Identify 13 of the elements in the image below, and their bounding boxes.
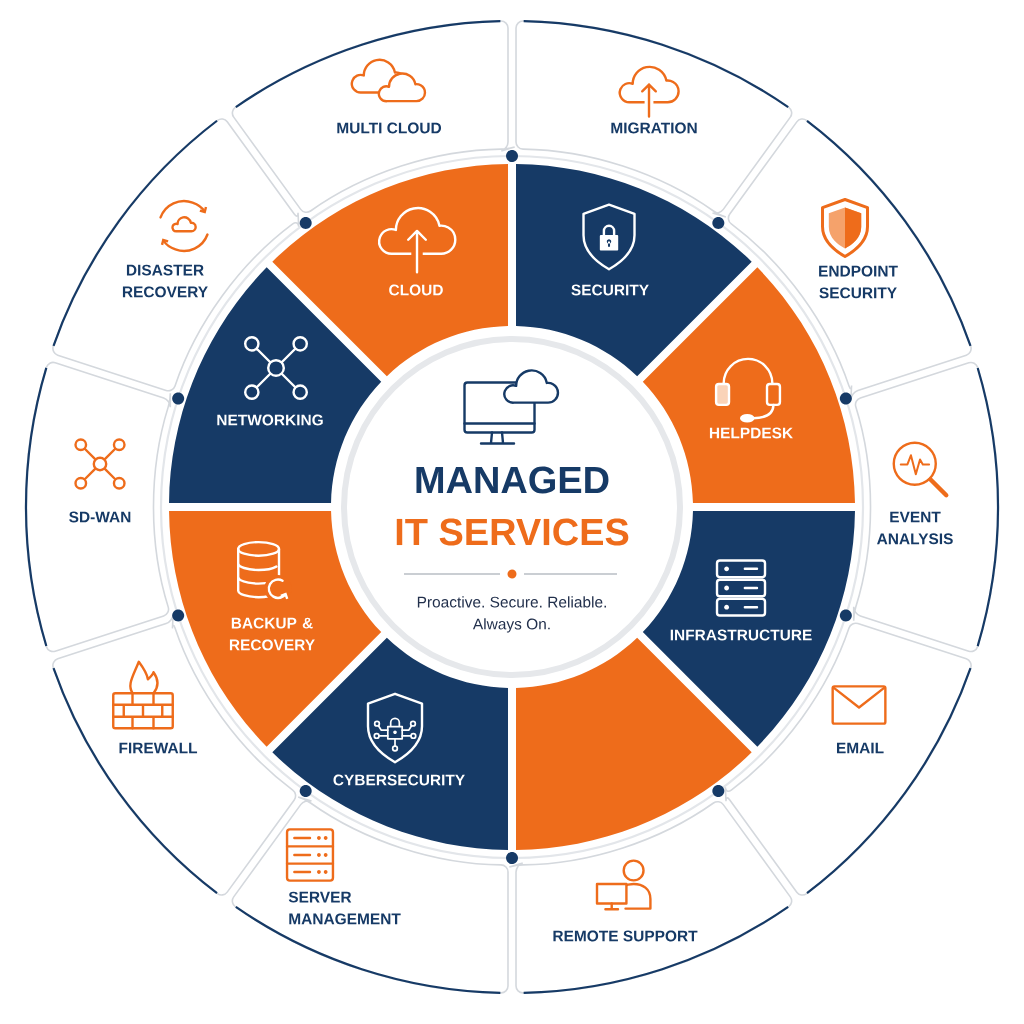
ring-segment: REMOTE SUPPORT — [508, 800, 793, 994]
ring-segment: MIGRATION — [515, 20, 793, 218]
ring-segment: CLOUD — [272, 164, 508, 377]
ring-segment: EVENT ANALYSIS — [852, 361, 1000, 653]
ring-segment: SERVER MANAGEMENT — [231, 796, 509, 994]
ring-segment: ENDPOINT SECURITY — [727, 118, 972, 401]
ring-segment: SD-WAN — [24, 361, 172, 653]
tagline: Proactive. Secure. Reliable. Always On. — [417, 596, 606, 633]
ring-segment: DISASTER RECOVERY — [52, 118, 300, 392]
heading: IT SERVICES — [396, 518, 629, 546]
ring-segment: MULTI CLOUD — [231, 20, 516, 214]
ring-segment: SECURITY — [516, 164, 752, 377]
heading: MANAGED — [416, 466, 609, 494]
